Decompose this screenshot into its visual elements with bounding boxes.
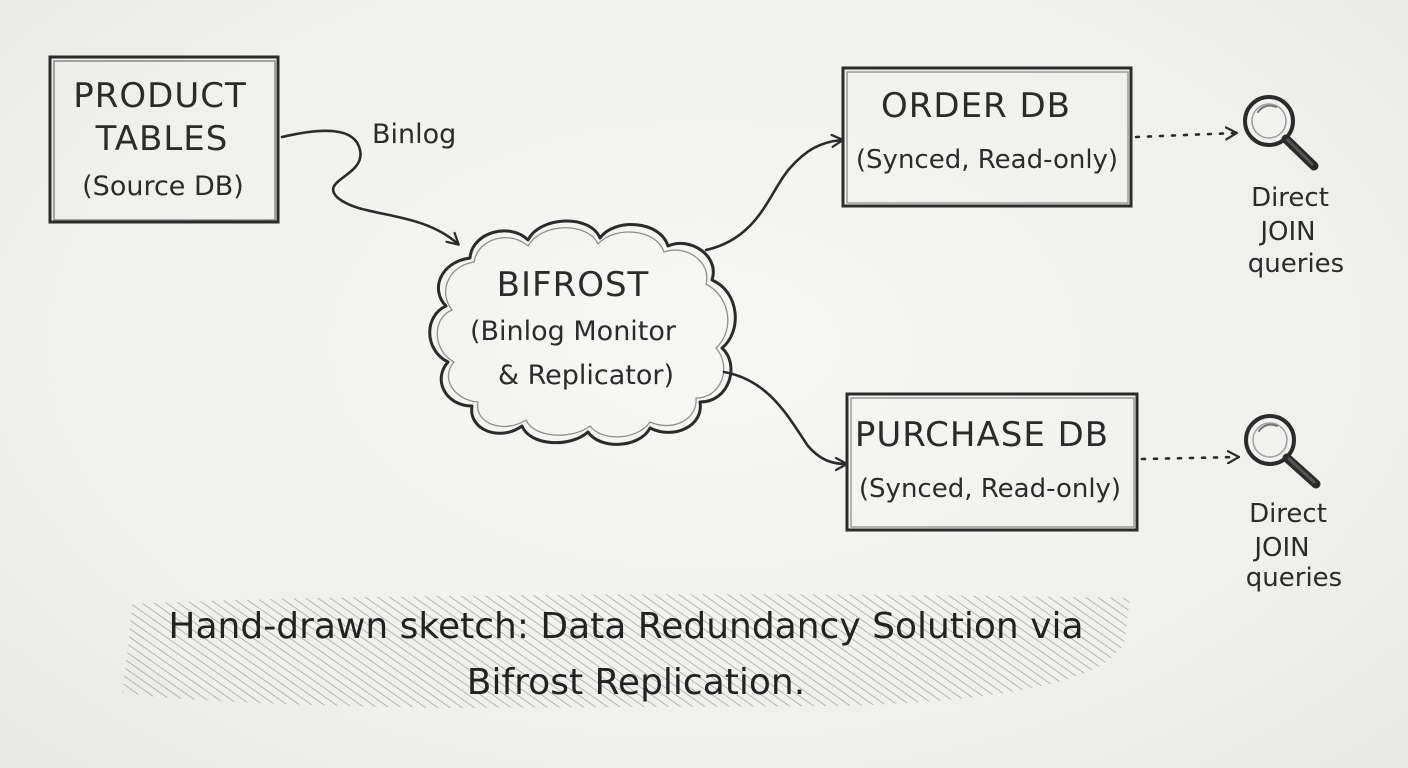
edge-bifrost-to-order [704,140,842,252]
purchase-db-line1: PURCHASE DB [855,415,1109,455]
magnifier-icon [1243,95,1319,171]
source-db-line3: (Source DB) [82,171,244,202]
purchase-query-line3: queries [1246,563,1342,593]
bifrost-line3: & Replicator) [498,360,674,391]
caption-line1: Hand-drawn sketch: Data Redundancy Solut… [168,606,1083,647]
purchase-query-line1: Direct [1249,499,1327,529]
purchase-query-line2: JOIN [1252,533,1309,563]
source-db-line2: TABLES [95,119,229,159]
bifrost-line1: BIFROST [497,265,650,305]
caption: Hand-drawn sketch: Data Redundancy Solut… [122,594,1130,708]
purchase-db-line2: (Synced, Read-only) [859,474,1121,504]
order-db-line2: (Synced, Read-only) [856,145,1118,175]
purchase-query-group: Direct JOIN queries [1244,414,1342,593]
purchase-db-node: PURCHASE DB (Synced, Read-only) [845,392,1139,532]
edge-bifrost-to-purchase [722,370,846,464]
source-db-node: PRODUCT TABLES (Source DB) [48,55,280,224]
caption-line2: Bifrost Replication. [467,662,805,703]
order-query-line2: JOIN [1258,217,1315,247]
order-db-node: ORDER DB (Synced, Read-only) [841,66,1133,208]
order-query-line1: Direct [1251,183,1329,213]
binlog-label: Binlog [372,119,456,150]
caption-hatch [122,594,1130,708]
source-db-line1: PRODUCT [73,76,246,116]
edge-purchase-to-query [1140,457,1238,459]
order-query-line3: queries [1248,249,1344,279]
magnifier-icon [1244,414,1321,489]
bifrost-node: BIFROST (Binlog Monitor & Replicator) [428,219,737,446]
bifrost-line2: (Binlog Monitor [470,316,677,347]
order-db-line1: ORDER DB [881,86,1071,126]
edge-order-to-query [1134,133,1236,137]
order-query-group: Direct JOIN queries [1243,95,1344,279]
binlog-edge: Binlog [280,119,458,244]
